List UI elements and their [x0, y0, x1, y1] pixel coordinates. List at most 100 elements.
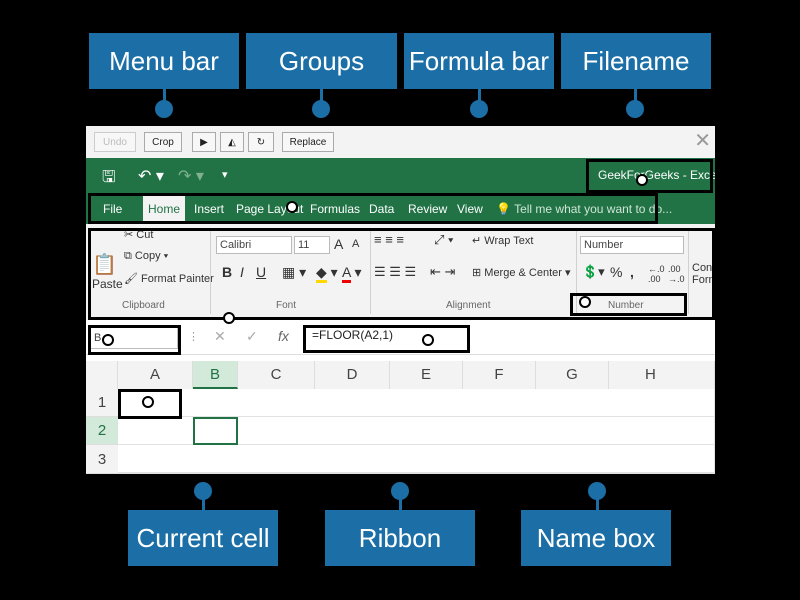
tell-me-text: Tell me what you want to do...	[514, 202, 673, 216]
column-header-e[interactable]: E	[390, 361, 463, 389]
save-icon[interactable]: 🖫	[102, 169, 116, 186]
wrap-text-icon: ↵	[472, 235, 482, 247]
ribbon-connector	[399, 498, 402, 510]
column-header-f[interactable]: F	[463, 361, 536, 389]
current-cell-pin	[194, 482, 212, 500]
conditional-label: Cond	[692, 262, 715, 274]
tell-me-search[interactable]: 💡 Tell me what you want to do...	[496, 194, 672, 224]
cancel-icon[interactable]: ✕	[214, 328, 226, 344]
font-color-button[interactable]: A ▾	[342, 264, 362, 283]
insert-function-icon[interactable]: fx	[278, 328, 289, 344]
replace-button[interactable]: Replace	[282, 132, 334, 152]
italic-button[interactable]: I	[240, 264, 244, 280]
column-header-a[interactable]: A	[118, 361, 193, 389]
decrease-decimal-icon[interactable]: .00→.0	[668, 264, 685, 284]
enter-icon[interactable]: ✓	[246, 328, 258, 344]
separator	[688, 228, 689, 314]
play-icon: ▶	[200, 136, 208, 148]
borders-button[interactable]: ▦ ▾	[282, 264, 307, 280]
shrink-font-button[interactable]: A	[352, 238, 360, 250]
font-name-select[interactable]: Calibri	[216, 236, 292, 254]
quick-access-toolbar: Undo Crop ▶ ◭ ↻ Replace ✕	[86, 126, 715, 158]
rotate-button[interactable]: ↻	[248, 132, 274, 152]
borders-icon: ▦	[282, 264, 296, 280]
column-header-g[interactable]: G	[536, 361, 609, 389]
column-header-d[interactable]: D	[315, 361, 390, 389]
number-format-select[interactable]: Number	[580, 236, 684, 254]
top-align-icon[interactable]: ≡ ≡ ≡	[374, 232, 404, 247]
play-button[interactable]: ▶	[192, 132, 216, 152]
grid-cells[interactable]	[118, 389, 715, 474]
crop-button[interactable]: Crop	[144, 132, 182, 152]
ribbon: 📋Paste ✂ Cut ⧉ Copy ▾ 🖌 Format Painter C…	[86, 224, 715, 320]
bold-button[interactable]: B	[222, 264, 233, 280]
font-size-select[interactable]: 11	[294, 236, 330, 254]
groups-pin	[312, 100, 330, 118]
comma-button[interactable]: ,	[630, 264, 634, 280]
percent-button[interactable]: %	[610, 264, 623, 280]
separator	[370, 228, 371, 314]
format-painter-button[interactable]: 🖌 Format Painter	[124, 272, 214, 285]
copy-button[interactable]: ⧉ Copy ▾	[124, 250, 169, 262]
name-box-highlight	[88, 325, 181, 355]
menu-bar-highlight	[88, 193, 658, 224]
cut-button[interactable]: ✂ Cut	[124, 228, 153, 241]
font-color-icon: A	[342, 264, 351, 283]
flip-button[interactable]: ◭	[220, 132, 244, 152]
formula-input[interactable]: =FLOOR(A2,1)	[312, 328, 394, 342]
merge-icon: ⊞	[472, 267, 482, 279]
tab-view[interactable]: View	[457, 202, 483, 216]
row-header-2[interactable]: 2	[86, 417, 118, 445]
filename-connector	[634, 89, 637, 103]
spreadsheet-grid: A B C D E F G H 1 2 3	[86, 361, 715, 474]
current-cell-highlight	[118, 389, 182, 419]
column-header-h[interactable]: H	[609, 361, 715, 389]
wrap-text-label: Wrap Text	[484, 235, 534, 247]
name-box-callout: Name box	[521, 510, 671, 566]
tab-review[interactable]: Review	[408, 202, 448, 216]
align-left-icon[interactable]: ☰ ☰ ☰	[374, 264, 417, 279]
ribbon-callout: Ribbon	[325, 510, 475, 566]
paste-icon: 📋	[92, 254, 117, 276]
tab-file[interactable]: File	[103, 202, 123, 216]
accounting-format-icon[interactable]: 💲▾	[582, 264, 605, 279]
increase-decimal-icon[interactable]: ←.0.00	[648, 264, 665, 284]
groups-highlight	[88, 228, 715, 320]
undo-icon[interactable]: ↶ ▾	[138, 168, 164, 185]
format-painter-label: Format Painter	[141, 273, 214, 285]
active-cell-b2[interactable]	[193, 417, 238, 445]
row-header-1[interactable]: 1	[86, 389, 118, 417]
fill-color-button[interactable]: ◆ ▾	[316, 264, 338, 283]
paste-label: Paste	[92, 277, 123, 291]
customize-toolbar-icon[interactable]: ▾	[222, 169, 228, 181]
close-icon[interactable]: ✕	[694, 130, 711, 152]
tab-data[interactable]: Data	[369, 202, 395, 216]
select-all-corner[interactable]	[86, 361, 118, 389]
tab-formulas[interactable]: Formulas	[310, 202, 361, 216]
conditional-formatting-button[interactable]: CondForm	[692, 262, 715, 286]
tab-insert[interactable]: Insert	[194, 202, 225, 216]
orientation-icon[interactable]: ⤢ ▾	[434, 232, 454, 247]
groups-connector	[320, 89, 323, 103]
wrap-text-button[interactable]: ↵ Wrap Text	[472, 234, 533, 247]
underline-button[interactable]: U	[256, 264, 267, 280]
row-header-3[interactable]: 3	[86, 445, 118, 474]
groups-callout: Groups	[246, 33, 397, 89]
paste-button[interactable]: 📋Paste	[92, 252, 123, 291]
column-header-c[interactable]: C	[238, 361, 315, 389]
alignment-group-label: Alignment	[446, 300, 491, 311]
merge-center-button[interactable]: ⊞ Merge & Center ▾	[472, 267, 571, 279]
menu-bar-connector	[163, 89, 166, 103]
column-header-b[interactable]: B	[193, 361, 238, 389]
indent-icon[interactable]: ⇤ ⇥	[430, 264, 456, 279]
name-box-marker	[102, 334, 114, 346]
formula-bar-connector	[478, 89, 481, 103]
redo-icon[interactable]: ↷ ▾	[178, 168, 204, 185]
tab-home[interactable]: Home	[143, 194, 186, 224]
grow-font-button[interactable]: A	[334, 236, 344, 252]
copy-label: Copy	[134, 250, 161, 262]
undo-button[interactable]: Undo	[94, 132, 136, 152]
filename-highlight	[586, 159, 713, 193]
more-icon: ⋮	[188, 331, 199, 343]
copy-icon: ⧉	[124, 250, 132, 262]
